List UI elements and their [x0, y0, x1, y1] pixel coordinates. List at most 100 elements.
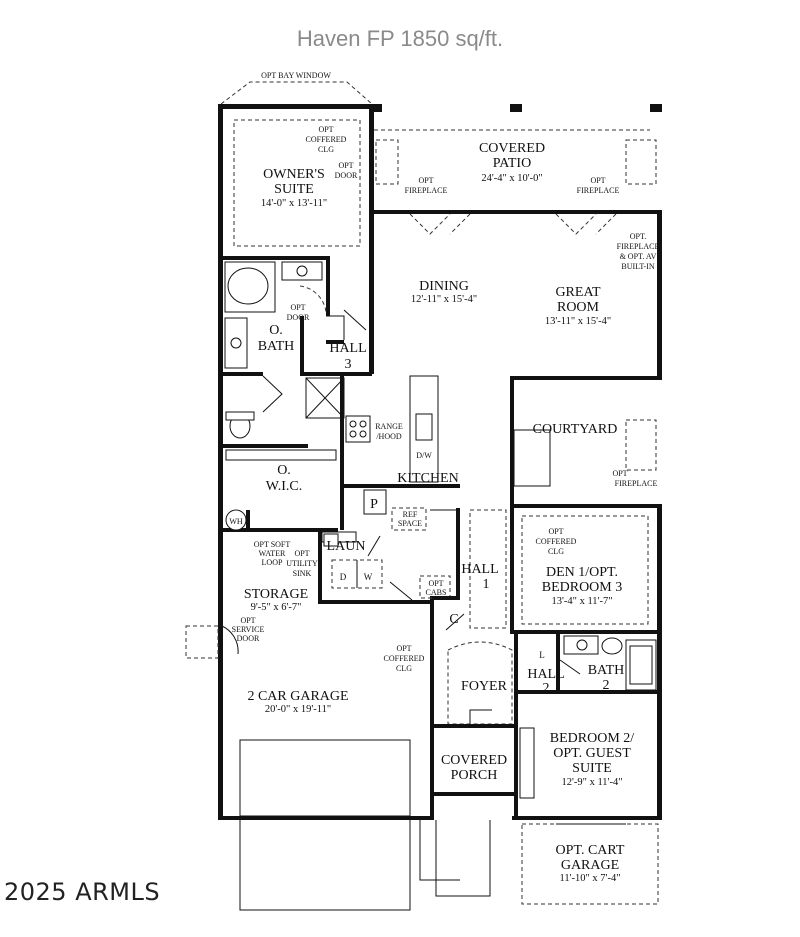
exterior-walls [218, 104, 662, 820]
hall-1-label-2: 1 [483, 577, 490, 592]
owners-suite [218, 119, 374, 374]
o-bath-label-2: BATH [258, 339, 295, 354]
den-dim: 13'-4" x 11'-7" [552, 596, 613, 607]
covered-porch [434, 792, 514, 897]
bedroom-2-label-3: SUITE [572, 761, 612, 776]
bedroom-2-label-1: BEDROOM 2/ [550, 731, 635, 746]
great-fireplace-2: FIREPLACE [617, 242, 660, 251]
range-hood-label-2: /HOOD [376, 432, 402, 441]
garage-dim: 20'-0" x 19'-11" [265, 704, 331, 715]
foyer-clg-label-2: COFFERED [384, 654, 425, 663]
opt-door-b-1: OPT [290, 303, 305, 312]
laundry-label: LAUN [327, 539, 366, 554]
opt-bay-window-label: OPT BAY WINDOW [261, 71, 331, 80]
dining-label: DINING [419, 279, 469, 294]
den-label-2: BEDROOM 3 [542, 580, 623, 595]
covered-patio-dim: 24'-4" x 10'-0" [481, 173, 542, 184]
hall-3-label-2: 3 [345, 357, 352, 372]
owners-clg-label-1: OPT [318, 125, 333, 134]
covered-porch-label-1: COVERED [441, 753, 507, 768]
utility-sink-label-2: UTILITY [286, 559, 318, 568]
hall-3 [326, 309, 367, 344]
dining-dim: 12'-11" x 15'-4" [411, 294, 477, 305]
hall-2-bath-2 [518, 634, 662, 694]
ref-space-label-1: REF [403, 510, 418, 519]
garage [185, 625, 460, 911]
covered-patio [374, 129, 657, 235]
storage-dim: 9'-5" x 6'-7" [251, 602, 302, 613]
patio-fireplace-b-2: FIREPLACE [577, 186, 620, 195]
service-door-label-1: OPT [240, 616, 255, 625]
range-hood-label-1: RANGE [375, 422, 403, 431]
owners-suite-label-1: OWNER'S [263, 167, 325, 182]
kitchen-label: KITCHEN [397, 471, 458, 486]
kitchen [340, 375, 460, 531]
foyer [434, 634, 518, 728]
opt-cabs-label-1: OPT [428, 579, 443, 588]
cart-garage-dim: 11'-10" x 7'-4" [560, 873, 621, 884]
hall-3-label-1: HALL [329, 341, 366, 356]
watermark: 2025 ARMLS [4, 878, 161, 906]
opt-door-b-2: DOOR [287, 313, 310, 322]
storage-label: STORAGE [244, 587, 308, 602]
patio-fireplace-a-2: FIREPLACE [405, 186, 448, 195]
den-clg-label-1: OPT [548, 527, 563, 536]
owners-bath [218, 261, 372, 413]
bay-window [220, 81, 373, 105]
opt-door-a-2: DOOR [335, 171, 358, 180]
owners-clg-label-2: COFFERED [306, 135, 347, 144]
utility-sink-label-1: OPT [294, 549, 309, 558]
dryer-label: D [340, 572, 347, 582]
plan-title: Haven FP 1850 sq/ft. [296, 26, 504, 51]
great-fireplace-1: OPT. [630, 232, 647, 241]
patio-fireplace-b-1: OPT [590, 176, 605, 185]
owners-clg-label-3: CLG [318, 145, 334, 154]
utility-sink-label-3: SINK [293, 569, 312, 578]
great-fireplace-3: & OPT. AV [620, 252, 657, 261]
cart-garage [521, 823, 659, 905]
den-label-1: DEN 1/OPT. [546, 565, 618, 580]
water-heater-label: WH [229, 517, 243, 526]
den-1 [510, 504, 662, 634]
pantry-label: P [370, 497, 378, 512]
owners-suite-dim: 14'-0" x 13'-11" [261, 198, 327, 209]
cart-garage-label-1: OPT. CART [556, 843, 625, 858]
o-bath-label-1: O. [269, 323, 283, 338]
great-room-label-1: GREAT [555, 285, 601, 300]
dishwasher-label: D/W [416, 451, 432, 460]
great-room-label-2: ROOM [557, 300, 600, 315]
den-clg-label-3: CLG [548, 547, 564, 556]
washer-label: W [364, 572, 373, 582]
covered-patio-label-1: COVERED [479, 141, 545, 156]
laundry [318, 508, 460, 604]
soft-water-label-2: WATER [259, 549, 286, 558]
bath-2-label-2: 2 [603, 678, 610, 693]
opt-cabs-label-2: CABS [426, 588, 447, 597]
foyer-clg-label-3: CLG [396, 664, 412, 673]
closet-label: C [449, 612, 458, 627]
opt-door-a-1: OPT [338, 161, 353, 170]
den-clg-label-2: COFFERED [536, 537, 577, 546]
o-wic-label-1: O. [277, 463, 291, 478]
bedroom-2 [514, 724, 535, 820]
bedroom-2-label-2: OPT. GUEST [553, 746, 631, 761]
o-wic-label-2: W.I.C. [266, 479, 302, 494]
cart-garage-label-2: GARAGE [561, 858, 619, 873]
courtyard-label: COURTYARD [533, 422, 618, 437]
bath-2-label-1: BATH [588, 663, 625, 678]
garage-label: 2 CAR GARAGE [247, 689, 348, 704]
covered-patio-label-2: PATIO [493, 156, 531, 171]
covered-porch-label-2: PORCH [451, 768, 498, 783]
great-fireplace-4: BUILT-IN [621, 262, 654, 271]
service-door-label-2: SERVICE [232, 625, 265, 634]
hall-1-label-1: HALL [461, 562, 498, 577]
patio-fireplace-a-1: OPT [418, 176, 433, 185]
hall-1 [434, 509, 507, 631]
soft-water-label-3: LOOP [262, 558, 283, 567]
foyer-clg-label-1: OPT [396, 644, 411, 653]
courtyard-fireplace-1: OPT [612, 469, 627, 478]
ref-space-label-2: SPACE [398, 519, 422, 528]
water-closet [218, 376, 345, 496]
courtyard-fireplace [513, 419, 657, 487]
